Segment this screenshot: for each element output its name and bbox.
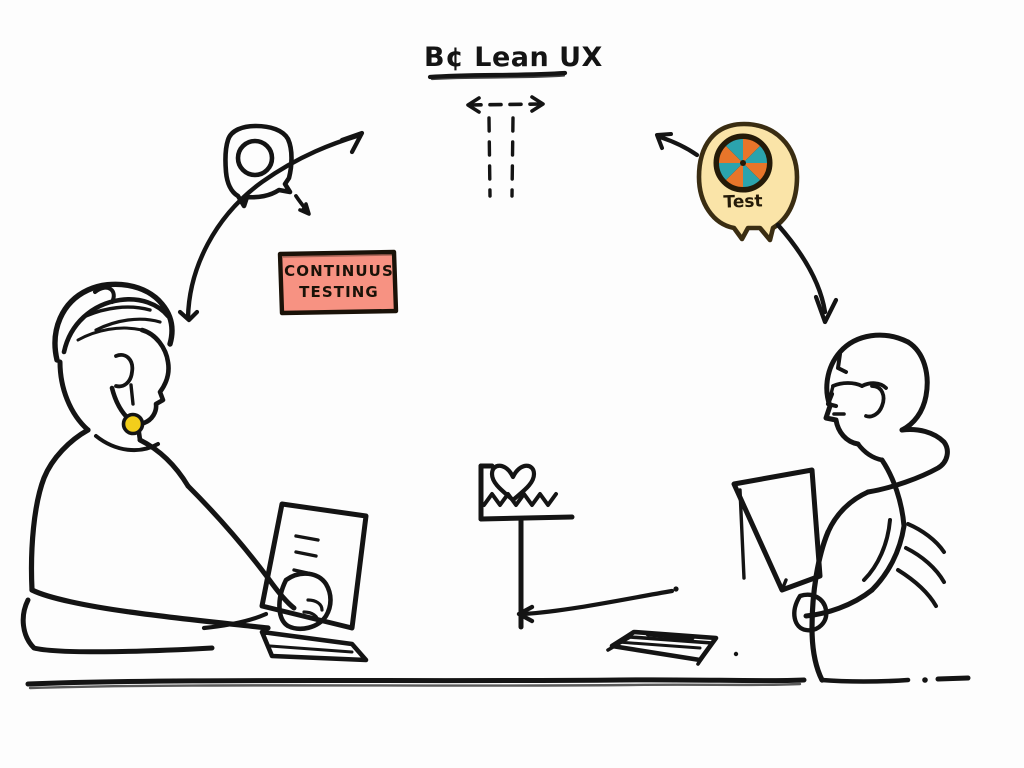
heart-zigzag-chart-icon (478, 463, 575, 630)
title-underline (427, 70, 568, 81)
person-left-designer (20, 281, 369, 663)
camera-bubble-icon (223, 123, 294, 209)
arrow-left-person-to-camera (177, 130, 365, 323)
color-wheel-icon (713, 133, 773, 193)
arrow-papers-to-chart (521, 586, 679, 617)
dashed-double-arrow-icon (466, 95, 545, 198)
camera-down-tick-arrow (294, 194, 311, 216)
sticky-note-continuous-testing (277, 249, 399, 316)
sticky-note-line-2: TESTING (299, 283, 379, 301)
page-title: B¢ Lean UX (424, 42, 603, 73)
earring (121, 412, 145, 436)
person-right-user (731, 332, 950, 684)
ground-line (25, 675, 971, 690)
test-bubble (696, 121, 800, 243)
sticky-note-line-1: CONTINUUS (284, 262, 394, 280)
test-bubble-caption: Test (723, 191, 763, 213)
arrow-into-test-bubble (655, 132, 700, 158)
arrow-test-bubble-to-user (775, 222, 839, 325)
paper-stack-icon (606, 629, 739, 666)
